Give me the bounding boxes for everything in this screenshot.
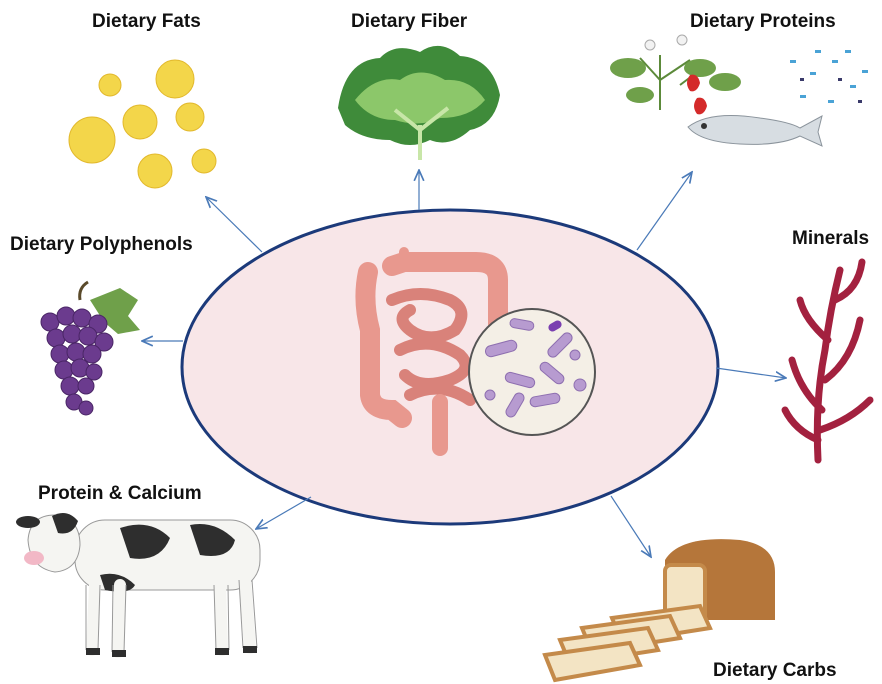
arrow-to-protein-calcium bbox=[256, 497, 311, 529]
label-dietary-fiber: Dietary Fiber bbox=[351, 11, 467, 33]
label-dietary-proteins: Dietary Proteins bbox=[690, 11, 836, 33]
bread-icon bbox=[545, 539, 775, 680]
arrow-to-minerals bbox=[716, 368, 786, 378]
label-dietary-polyphenols: Dietary Polyphenols bbox=[10, 234, 193, 256]
oil-drops-icon bbox=[69, 60, 216, 188]
strawberry-plant-icon bbox=[610, 35, 741, 114]
lettuce-icon bbox=[338, 46, 500, 160]
label-minerals: Minerals bbox=[792, 228, 869, 250]
label-dietary-fats: Dietary Fats bbox=[92, 11, 201, 33]
seaweed-icon bbox=[785, 262, 870, 460]
label-dietary-carbs: Dietary Carbs bbox=[713, 660, 837, 682]
cow-icon bbox=[16, 513, 260, 657]
arrow-to-proteins bbox=[637, 172, 692, 250]
label-protein-calcium: Protein & Calcium bbox=[38, 483, 202, 505]
grapes-icon bbox=[41, 282, 140, 415]
bacteria-magnifier-icon bbox=[469, 309, 595, 435]
fish-icon bbox=[688, 50, 868, 146]
arrow-to-fats bbox=[206, 197, 262, 252]
arrow-to-carbs bbox=[611, 496, 651, 557]
